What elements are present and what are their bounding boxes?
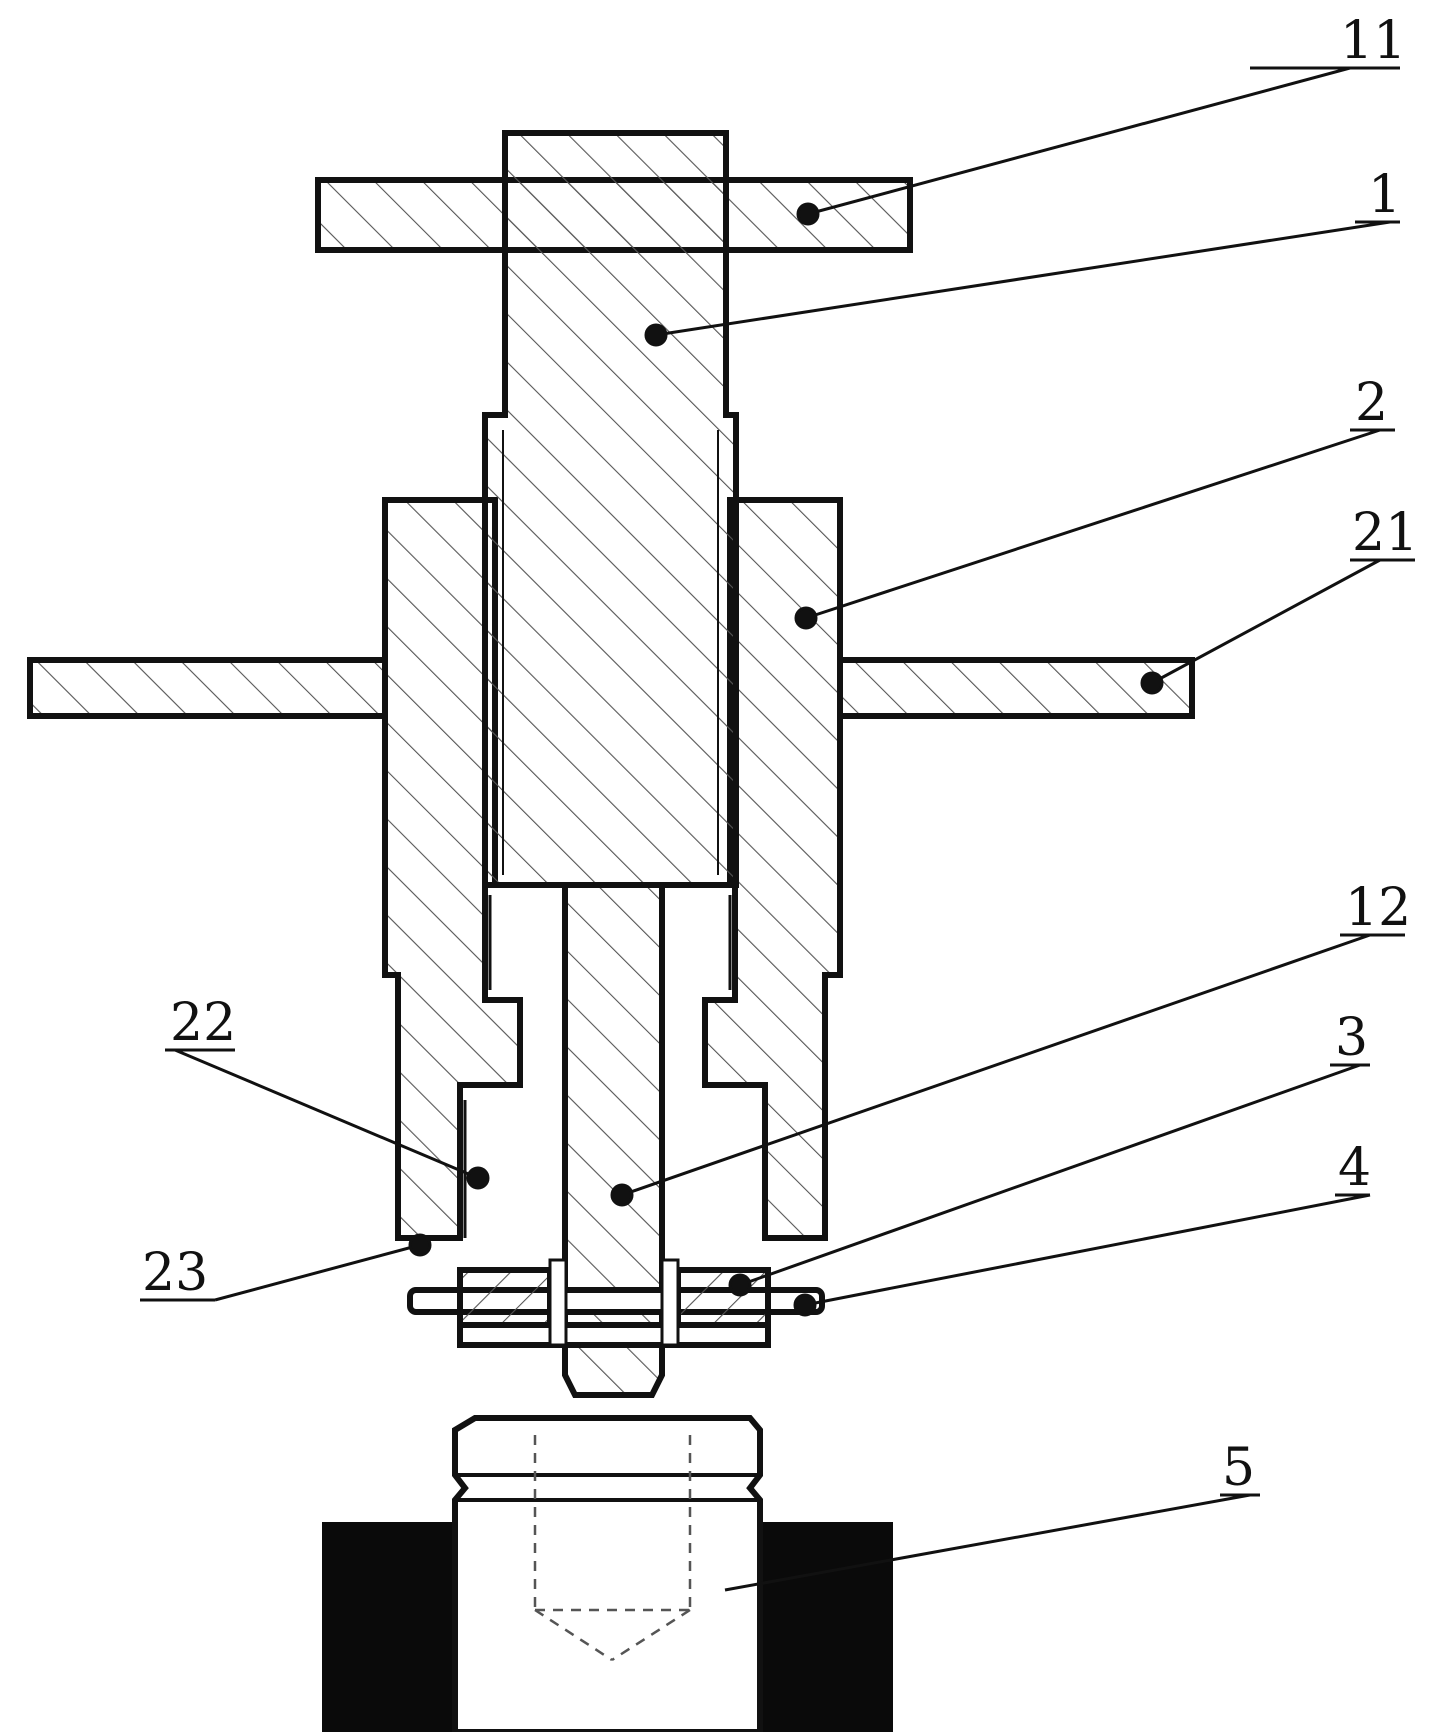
label-21: 21 bbox=[1352, 503, 1418, 563]
base-workpiece bbox=[322, 1415, 893, 1732]
screw-shaft bbox=[482, 130, 739, 1398]
label-3: 3 bbox=[1335, 1008, 1368, 1068]
lower-handle-bar bbox=[27, 657, 1195, 719]
leader-lines bbox=[140, 66, 1415, 1592]
part-labels: 11 1 2 21 12 22 3 4 23 5 bbox=[142, 11, 1418, 1498]
bore-thread-lines bbox=[463, 895, 732, 1238]
label-4: 4 bbox=[1338, 1138, 1371, 1198]
label-12: 12 bbox=[1345, 878, 1411, 938]
label-2: 2 bbox=[1355, 373, 1388, 433]
label-22: 22 bbox=[170, 993, 236, 1053]
label-1: 1 bbox=[1368, 165, 1401, 225]
label-11: 11 bbox=[1340, 11, 1406, 71]
label-23: 23 bbox=[142, 1243, 208, 1303]
collar-ring bbox=[407, 1258, 825, 1348]
label-5: 5 bbox=[1222, 1438, 1255, 1498]
